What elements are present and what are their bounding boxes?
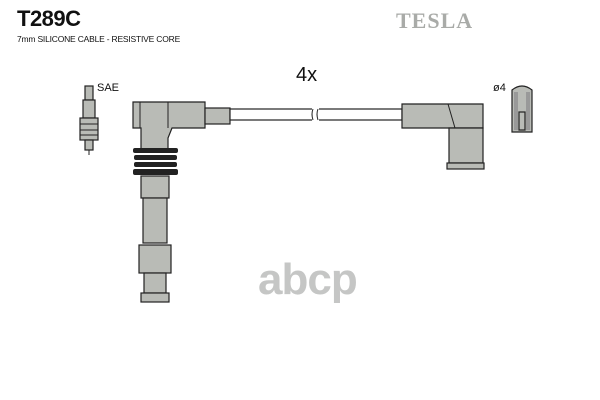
spark-plug-icon (79, 85, 99, 155)
terminal-icon (511, 85, 533, 133)
watermark-logo: abcp (258, 255, 358, 304)
product-description: 7mm SILICONE CABLE - RESISTIVE CORE (17, 34, 181, 44)
cable (229, 107, 403, 122)
brand-logo: TESLA (396, 8, 474, 33)
coil-boot (132, 101, 231, 303)
plug-boot (401, 103, 485, 170)
boot-ribs (133, 148, 178, 175)
plug-type-label: SAE (97, 82, 120, 94)
quantity-label: 4x (296, 64, 318, 86)
terminal-diameter-label: ø4 (493, 82, 506, 94)
product-code: T289C (17, 6, 81, 31)
